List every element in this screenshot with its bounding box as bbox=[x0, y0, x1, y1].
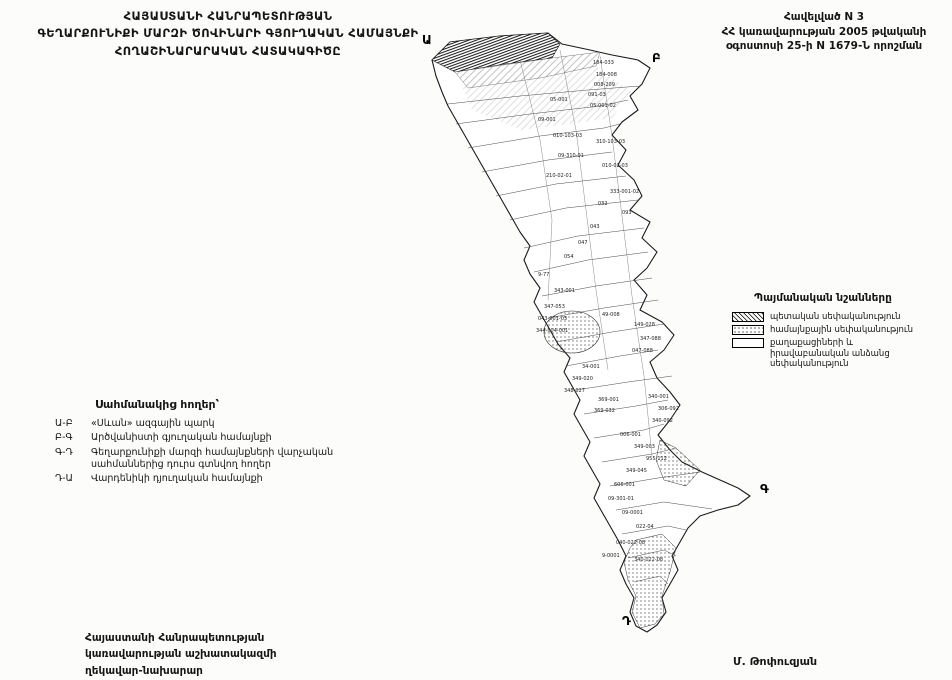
parcel-label: 047 bbox=[578, 240, 588, 246]
parcel-label: 306-092 bbox=[658, 406, 679, 412]
adjacent-land-label: «Սևան» ազգային պարկ bbox=[91, 418, 215, 429]
parcel-label: 606-001 bbox=[614, 482, 635, 488]
parcel-label: 032 bbox=[598, 201, 608, 207]
signatory-name: Մ. Թոփուզյան bbox=[733, 655, 818, 668]
adjacent-land-item: Ա-Բ «Սևան» ազգային պարկ bbox=[55, 418, 367, 430]
signing-office-line: Հայաստանի Հանրապետության bbox=[85, 632, 265, 644]
adjacent-lands: Սահմանակից հողեր՝ Ա-Բ «Սևան» ազգային պար… bbox=[55, 398, 367, 488]
boundary-point-label: Բ bbox=[652, 51, 661, 65]
legend-item-label: պետական սեփականություն bbox=[770, 312, 901, 322]
parcel-label: 091-03 bbox=[588, 92, 606, 98]
legend-item: համայնքային սեփականություն bbox=[732, 325, 946, 336]
parcel-label: 369-001 bbox=[598, 397, 619, 403]
parcel-label: 9-0001 bbox=[602, 553, 620, 559]
parcel-label: 340-022-08 bbox=[634, 557, 663, 563]
title-block: ՀԱՅԱՍՏԱՆԻ ՀԱՆՐԱՊԵՏՈՒԹՅԱՆ ԳԵՂԱՐՔՈՒՆԻՔԻ ՄԱ… bbox=[18, 8, 438, 60]
parcel-label: 054 bbox=[564, 254, 574, 260]
title-line: ՀՈՂԱՇԻՆԱՐԱՐԱԿԱՆ ՀԱՏԱԿԱԳԻԾԸ bbox=[114, 43, 342, 58]
adjacent-lands-title: Սահմանակից հողեր՝ bbox=[95, 398, 220, 411]
legend-title: Պայմանական նշանները bbox=[754, 292, 892, 304]
parcel-label: 348-027 bbox=[564, 388, 585, 394]
parcel-label: 9-77 bbox=[538, 272, 549, 278]
parcel-label: 010-103-03 bbox=[553, 133, 582, 139]
boundary-point-label: Գ bbox=[760, 482, 769, 496]
parcel-label: 333-001-02 bbox=[610, 189, 639, 195]
parcel-label: 05-001-02 bbox=[590, 103, 616, 109]
parcel-label: 043 bbox=[590, 224, 600, 230]
adjacent-land-label: Գեղարքունիքի մարզի համայնքների վարչական … bbox=[91, 446, 334, 471]
parcel-label: 05-001 bbox=[550, 97, 568, 103]
boundary-segment-code: Ա-Բ bbox=[55, 418, 73, 429]
signing-office: Հայաստանի Հանրապետության կառավարության ա… bbox=[85, 630, 277, 679]
parcel-label: 49-008 bbox=[602, 312, 620, 318]
parcel-label: 210-02-01 bbox=[546, 173, 572, 179]
parcel-label: 093 bbox=[622, 210, 632, 216]
parcel-label: 047-088 bbox=[632, 348, 653, 354]
private-ownership-swatch bbox=[732, 338, 764, 349]
parcel-label: 344-004-001 bbox=[536, 328, 568, 334]
parcel-label: 010-02-03 bbox=[602, 163, 628, 169]
parcel-label: 184-008 bbox=[596, 72, 617, 78]
community-ownership-swatch bbox=[732, 325, 764, 336]
parcel-label: 34-001 bbox=[582, 364, 600, 370]
annex-line: Հավելված N 3 bbox=[783, 11, 865, 23]
parcel-label: 09-301-01 bbox=[608, 496, 634, 502]
parcel-label: 349-003 bbox=[634, 444, 655, 450]
legend-item: պետական սեփականություն bbox=[732, 312, 946, 322]
boundary-point-label: Ա bbox=[422, 33, 432, 47]
parcel-label: 349-020 bbox=[572, 376, 593, 382]
adjacent-land-item: Գ-Դ Գեղարքունիքի մարզի համայնքների վարչա… bbox=[55, 447, 367, 472]
annex-line: ՀՀ կառավարության 2005 թվականի bbox=[721, 25, 927, 38]
adjacent-land-item: Դ-Ա Վարդենիկի դյուղական համայնքի bbox=[55, 473, 367, 485]
adjacent-land-label: Վարդենիկի դյուղական համայնքի bbox=[91, 473, 263, 485]
adjacent-land-label: Արծվանիստի գյուղական համայնքի bbox=[91, 432, 272, 444]
boundary-segment-code: Գ-Դ bbox=[55, 446, 73, 458]
adjacent-land-item: Բ-Գ Արծվանիստի գյուղական համայնքի bbox=[55, 432, 367, 444]
boundary-segment-code: Բ-Գ bbox=[55, 432, 73, 444]
annex-line: օգոստոսի 25-ի N 1679-Ն որոշման bbox=[725, 40, 923, 53]
parcel-label: 149-028 bbox=[634, 322, 655, 328]
parcel-label: 006-001 bbox=[620, 432, 641, 438]
annex-reference: Հավելված N 3 ՀՀ կառավարության 2005 թվակա… bbox=[700, 10, 948, 54]
parcel-label: 343-001 bbox=[554, 288, 575, 294]
legend: Պայմանական նշանները պետական սեփականությո… bbox=[732, 292, 946, 372]
parcel-label: 347-053 bbox=[544, 304, 565, 310]
parcel-label: 043-001-03 bbox=[538, 316, 567, 322]
parcel-label: 09-0001 bbox=[622, 510, 643, 516]
signing-office-line: ղեկավար-նախարար bbox=[85, 664, 203, 677]
parcel-label: 022-04 bbox=[636, 524, 654, 530]
parcel-label: 008-209 bbox=[594, 82, 615, 88]
hatched-border-strip bbox=[431, 32, 601, 89]
parcel-label: 340-092 bbox=[652, 418, 673, 424]
parcel-label: 955-112 bbox=[646, 456, 667, 462]
parcel-boundaries bbox=[447, 49, 713, 585]
parcel-label: 310-103-03 bbox=[596, 139, 625, 145]
legend-item-label: քաղաքացիների և իրավաբանական անձանց սեփակ… bbox=[770, 338, 890, 369]
boundary-segment-code: Դ-Ա bbox=[55, 473, 73, 485]
title-line: ԳԵՂԱՐՔՈՒՆԻՔԻ ՄԱՐԶԻ ԾՈՎԻՆԱՐԻ ԳՅՈՒՂԱԿԱՆ ՀԱ… bbox=[37, 26, 419, 41]
legend-item: քաղաքացիների և իրավաբանական անձանց սեփակ… bbox=[732, 338, 946, 369]
parcel-label: 340-001 bbox=[648, 394, 669, 400]
parcel-label: 09-001 bbox=[538, 117, 556, 123]
parcel-label: 040-022-08 bbox=[616, 540, 645, 546]
title-line: ՀԱՅԱՍՏԱՆԻ ՀԱՆՐԱՊԵՏՈՒԹՅԱՆ bbox=[123, 9, 333, 23]
stippled-regions bbox=[543, 310, 701, 629]
state-ownership-swatch bbox=[732, 312, 764, 322]
signing-office-line: կառավարության աշխատակազմի bbox=[85, 648, 277, 661]
parcel-texture-region bbox=[462, 66, 632, 130]
parcel-label: 349-045 bbox=[626, 468, 647, 474]
parcel-label: 369-032 bbox=[594, 408, 615, 414]
legend-item-label: համայնքային սեփականություն bbox=[770, 325, 914, 336]
parcel-label: 347-088 bbox=[640, 336, 661, 342]
parcel-label: 09-310-01 bbox=[558, 153, 584, 159]
parcel-label: 184-033 bbox=[593, 60, 614, 66]
boundary-point-label: Դ bbox=[622, 614, 631, 628]
